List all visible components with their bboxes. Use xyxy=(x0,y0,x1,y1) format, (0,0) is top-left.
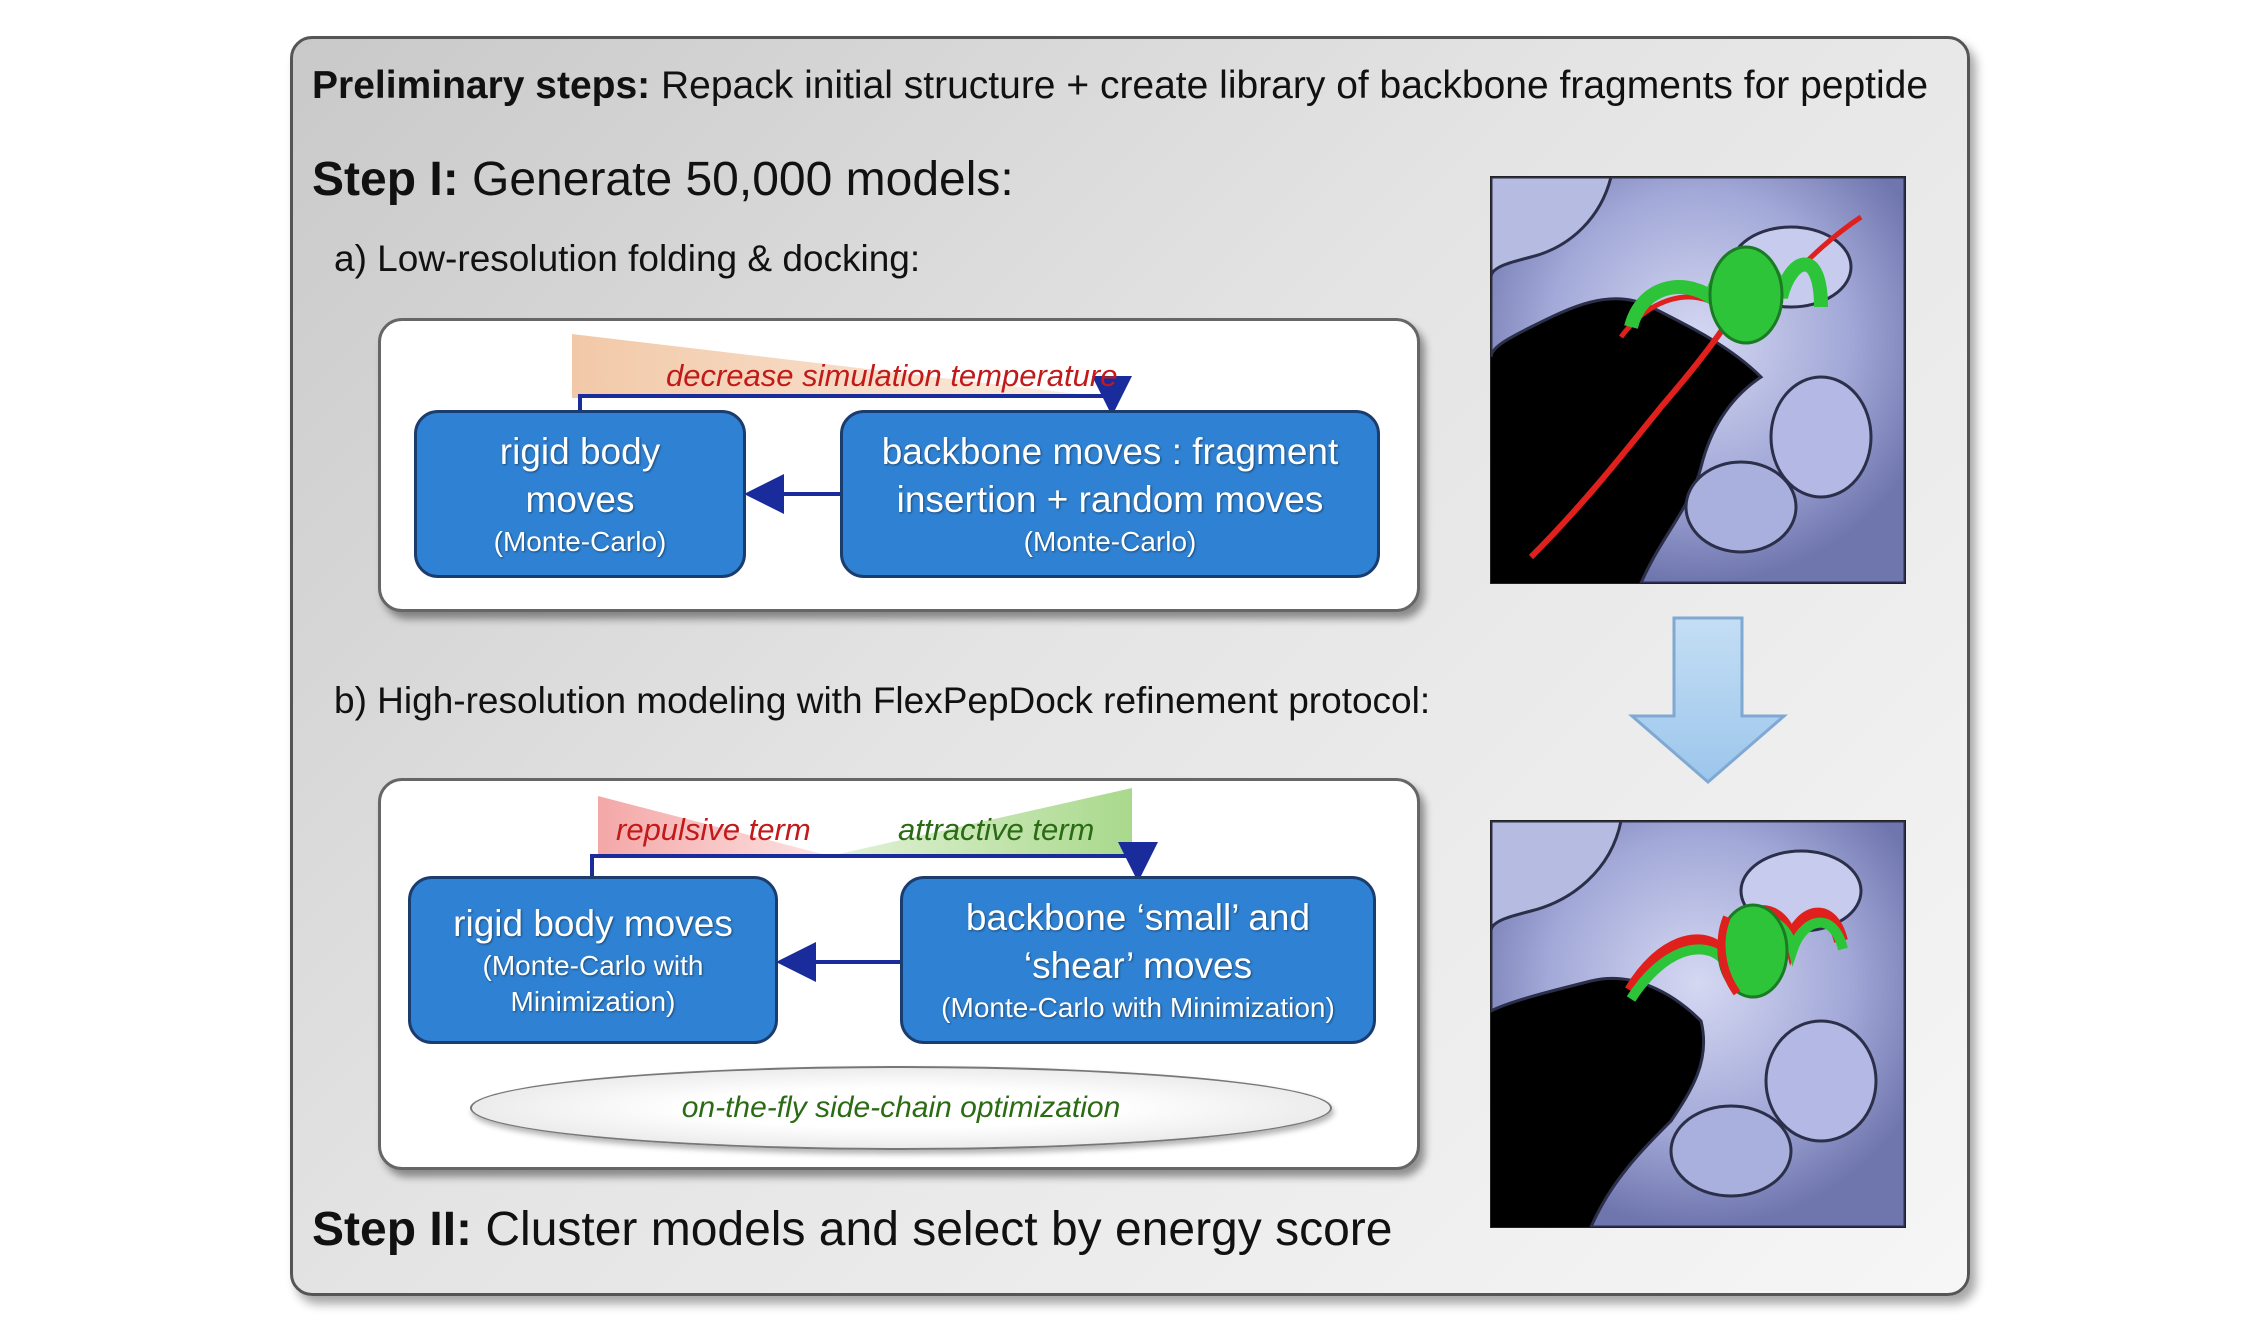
step-one-heading: Step I: xyxy=(312,153,459,206)
backbone-box-a-line1: backbone moves : fragment xyxy=(881,431,1339,472)
step-two-text: Cluster models and select by energy scor… xyxy=(485,1203,1393,1256)
preliminary-steps-line: Preliminary steps: Repack initial struct… xyxy=(312,64,1928,108)
rigid-box-b-line1: rigid body moves xyxy=(453,903,733,944)
rigid-box-b-sub1: (Monte-Carlo with xyxy=(482,950,704,981)
substep-a-label: a) Low-resolution folding & docking: xyxy=(334,238,921,279)
temperature-label: decrease simulation temperature xyxy=(666,358,1118,393)
backbone-box-b-line1: backbone ‘small’ and xyxy=(965,897,1311,938)
rigid-box-b-sub2: Minimization) xyxy=(510,986,676,1017)
rigid-box-a-line1: rigid body xyxy=(499,431,661,472)
rigid-body-moves-box-b: rigid body moves (Monte-Carlo with Minim… xyxy=(408,876,778,1044)
step-two-line: Step II: Cluster models and select by en… xyxy=(312,1202,1392,1257)
repulsive-gradient-wedge-b xyxy=(598,796,830,856)
cycle-arrow-top-b2 xyxy=(590,842,1158,882)
refined-protein-surface-peptide-icon xyxy=(1490,820,1906,1228)
backbone-moves-box-b: backbone ‘small’ and ‘shear’ moves (Mont… xyxy=(900,876,1376,1044)
backbone-box-b-line2: ‘shear’ moves xyxy=(1023,945,1253,986)
protein-surface-peptide-icon xyxy=(1490,176,1906,584)
side-chain-optimization-ellipse: on-the-fly side-chain optimization xyxy=(470,1066,1332,1150)
substep-b-label: b) High-resolution modeling with FlexPep… xyxy=(334,680,1431,721)
rigid-body-moves-box-a: rigid body moves (Monte-Carlo) xyxy=(414,410,746,578)
preliminary-heading: Preliminary steps: xyxy=(312,64,651,107)
rigid-box-a-sub: (Monte-Carlo) xyxy=(493,526,667,557)
step-one-text: Generate 50,000 models: xyxy=(472,153,1014,206)
side-chain-label: on-the-fly side-chain optimization xyxy=(681,1091,1121,1124)
backbone-moves-box-a: backbone moves : fragment insertion + ra… xyxy=(840,410,1380,578)
step-one-line: Step I: Generate 50,000 models: xyxy=(312,152,1014,207)
attractive-term-label: attractive term xyxy=(898,812,1095,847)
backbone-box-b-sub: (Monte-Carlo with Minimization) xyxy=(941,992,1335,1023)
step-two-heading: Step II: xyxy=(312,1203,473,1256)
repulsive-term-label: repulsive term xyxy=(616,812,811,847)
down-arrow-icon xyxy=(1627,616,1789,784)
rigid-box-a-line2: moves xyxy=(525,479,635,520)
backbone-box-a-sub: (Monte-Carlo) xyxy=(1023,526,1197,557)
temperature-gradient-wedge xyxy=(572,334,1112,398)
attractive-gradient-wedge-b xyxy=(830,788,1132,856)
preliminary-text: Repack initial structure + create librar… xyxy=(661,64,1929,107)
cycle-arrow-top-a xyxy=(578,376,1132,416)
backbone-box-a-line2: insertion + random moves xyxy=(896,479,1324,520)
